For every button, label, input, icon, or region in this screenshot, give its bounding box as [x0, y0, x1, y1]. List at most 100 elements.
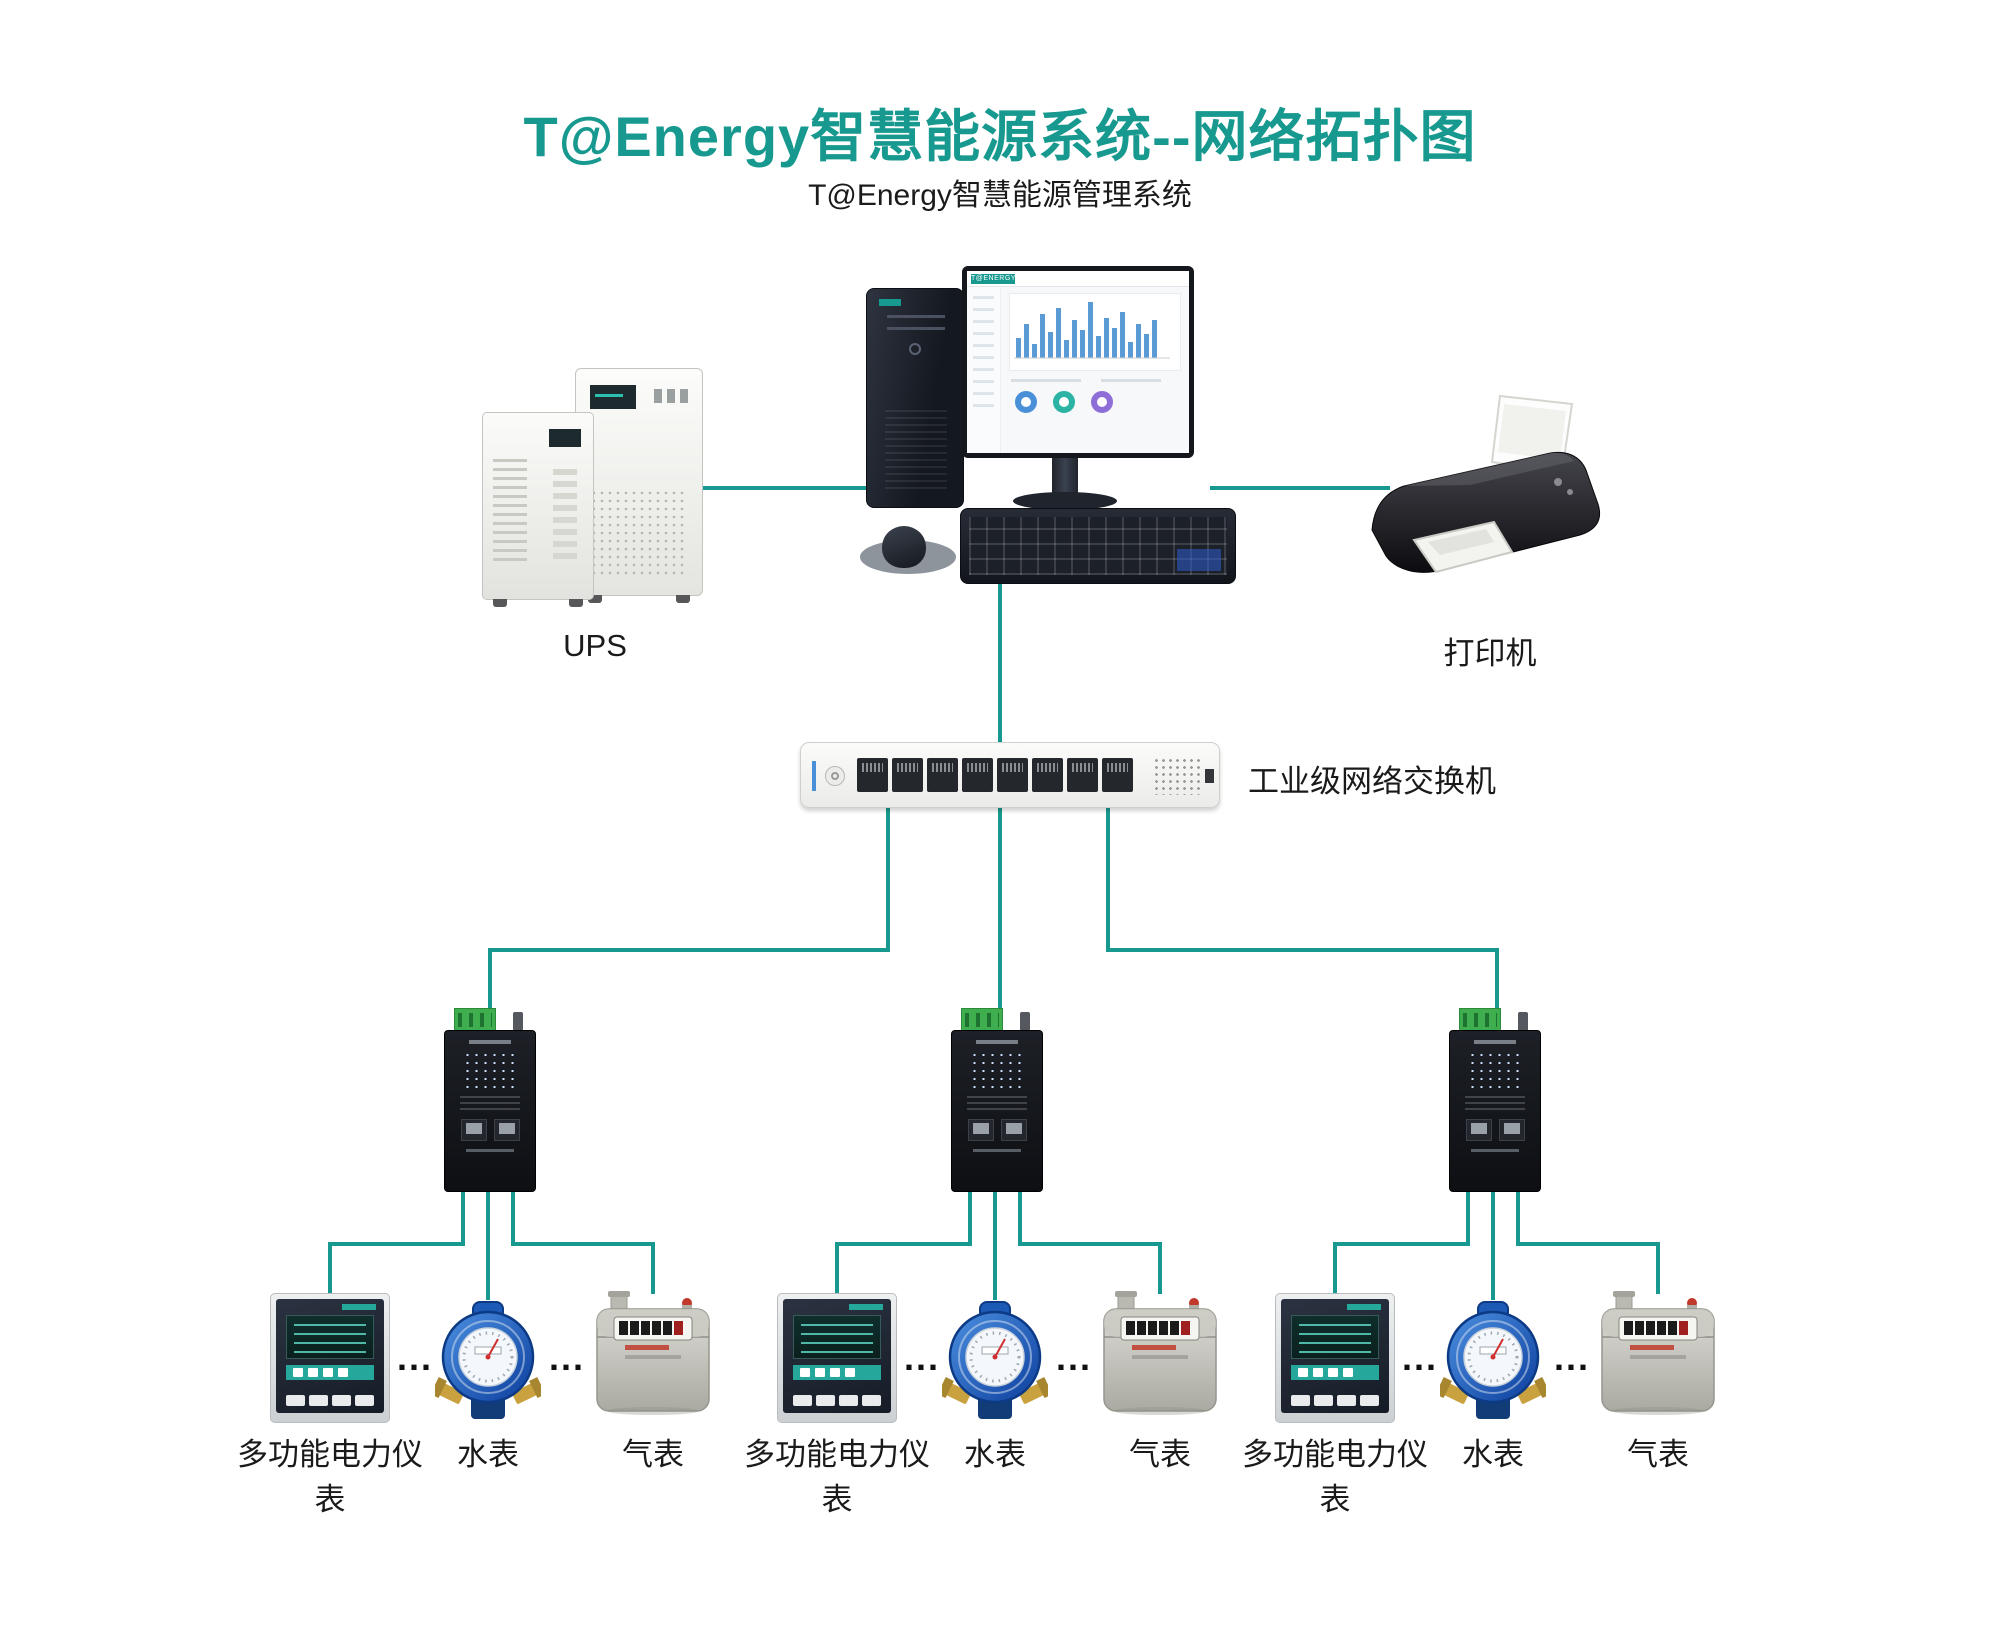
connection-line [1018, 1190, 1022, 1246]
water-meter [1435, 1297, 1551, 1423]
dashboard-logo: T@ENERGY [971, 274, 1016, 284]
ethernet-port [1498, 1119, 1525, 1141]
ellipsis: ... [548, 1337, 585, 1378]
connection-line [1516, 1242, 1660, 1246]
pc-tower [866, 288, 964, 508]
gas-meter [1102, 1290, 1218, 1417]
keyboard-accent [1177, 549, 1221, 571]
gateway-text-lines [1465, 1094, 1525, 1110]
gas-meter [595, 1290, 711, 1417]
connection-line [1491, 1190, 1495, 1300]
power-meter-label: 多功能电力仪表 [237, 1437, 423, 1517]
connection-line [488, 948, 492, 1014]
ellipsis: ... [1553, 1337, 1590, 1378]
power-meter-logo [1347, 1304, 1381, 1310]
monitor-stand-base [1013, 492, 1117, 510]
serial-gateway [444, 1005, 536, 1192]
gateway-title-mark [976, 1040, 1018, 1044]
donut-purple [1091, 391, 1113, 413]
dashboard-screen: T@ENERGY [967, 271, 1189, 453]
switch-power-connector [1205, 769, 1214, 783]
connection-line [998, 806, 1002, 1014]
gateway-led-matrix [970, 1051, 1024, 1089]
ups-vent-grill [590, 489, 688, 575]
ethernet-port [997, 758, 1028, 792]
ups-foot [588, 595, 602, 603]
power-meter-label: 多功能电力仪表 [744, 1437, 930, 1517]
power-meter-icon-band [793, 1365, 881, 1380]
text-placeholder [1011, 379, 1081, 382]
connection-line [511, 1242, 655, 1246]
gateway-title-mark [469, 1040, 511, 1044]
gateway-body [444, 1030, 536, 1192]
ups-foot [569, 599, 583, 607]
monitor-stand-neck [1052, 456, 1078, 498]
switch-vents [1153, 757, 1203, 795]
gateway-led-matrix [463, 1051, 517, 1089]
printer [1352, 390, 1608, 596]
connection-line [1495, 948, 1499, 1014]
donut-teal [1053, 391, 1075, 413]
water-meter [937, 1297, 1053, 1423]
connection-line [651, 1242, 655, 1294]
ups-louvre-vents [493, 457, 527, 561]
ethernet-port [967, 1119, 994, 1141]
ellipsis: ... [1401, 1337, 1438, 1378]
gateway-antenna [1518, 1012, 1528, 1031]
tower-brand-badge [879, 299, 901, 306]
drive-slot [887, 315, 945, 318]
dashboard-chart-card [1009, 293, 1181, 371]
printer-label: 打印机 [1443, 636, 1537, 671]
ups-label: UPS [563, 628, 627, 663]
connection-line [328, 1242, 465, 1246]
power-meter-label: 多功能电力仪表 [1242, 1437, 1428, 1517]
power-meter-logo [342, 1304, 376, 1310]
connection-line [328, 1242, 332, 1297]
printer-graphic [1371, 394, 1601, 574]
gateway-text-lines [460, 1094, 520, 1110]
ethernet-port [460, 1119, 487, 1141]
ethernet-port [1067, 758, 1098, 792]
connection-line [993, 1190, 997, 1300]
dashboard-sidebar [967, 287, 1001, 453]
keyboard-keys [969, 517, 1227, 575]
network-switch [800, 742, 1220, 808]
gateway-foot-mark [973, 1149, 1021, 1152]
power-meter-buttons [286, 1395, 374, 1406]
branch-2: ... ... [742, 1005, 1262, 1517]
water-meter-label: 水表 [1462, 1437, 1524, 1472]
connection-line [998, 578, 1002, 744]
switch-logo-icon [825, 766, 845, 786]
connection-line [968, 1190, 972, 1246]
branch-1: ... ... [235, 1005, 755, 1517]
connection-line [835, 1242, 839, 1297]
tower-vents [885, 409, 947, 489]
page-title: T@Energy智慧能源系统--网络拓扑图 [523, 105, 1477, 168]
ethernet-port [892, 758, 923, 792]
ethernet-port [1000, 1119, 1027, 1141]
dashboard-topbar [967, 271, 1189, 287]
ellipsis: ... [396, 1337, 433, 1378]
connection-line [1656, 1242, 1660, 1294]
power-meter-face [783, 1299, 891, 1413]
connection-line [1158, 1242, 1162, 1294]
gateway-led-matrix [1468, 1051, 1522, 1089]
branch-3: ... ... [1240, 1005, 1760, 1517]
power-meter-icon-band [1291, 1365, 1379, 1380]
ethernet-port [857, 758, 888, 792]
gateway-terminal-block [454, 1008, 496, 1032]
connection-line [1466, 1190, 1470, 1246]
gateway-ports [445, 1119, 535, 1141]
ethernet-port [1032, 758, 1063, 792]
drive-slot [887, 327, 945, 330]
ethernet-port [927, 758, 958, 792]
gateway-body [951, 1030, 1043, 1192]
connection-line [461, 1190, 465, 1246]
ups-display [590, 385, 636, 409]
gas-meter [1600, 1290, 1716, 1417]
power-meter-screen [1291, 1315, 1379, 1359]
connection-line [1106, 948, 1499, 952]
connection-line [1210, 486, 1390, 490]
power-meter-face [1281, 1299, 1389, 1413]
